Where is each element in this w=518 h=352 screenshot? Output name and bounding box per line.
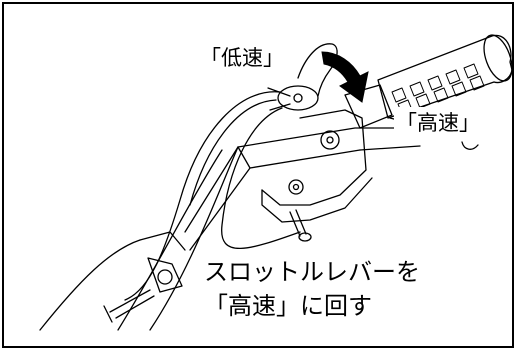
diagram-frame: [2, 2, 514, 348]
hand-grip: [377, 34, 513, 119]
high-speed-label: 「高速」: [394, 107, 482, 137]
grip-sleeve: [344, 84, 393, 129]
curved-arrow-icon: [321, 51, 369, 103]
caption-line-1: スロットルレバーを: [204, 258, 420, 286]
instruction-caption: スロットルレバーを 「高速」に回す: [204, 255, 420, 323]
lever-housing: [261, 109, 367, 206]
throttle-cable: [124, 91, 281, 301]
throttle-lever: [297, 43, 338, 97]
lower-bracket: [147, 257, 183, 293]
caption-line-2: 「高速」に回す: [204, 292, 372, 320]
low-speed-label: 「低速」: [200, 46, 284, 70]
lever-pivot: [277, 85, 319, 111]
bolt: [320, 130, 340, 150]
